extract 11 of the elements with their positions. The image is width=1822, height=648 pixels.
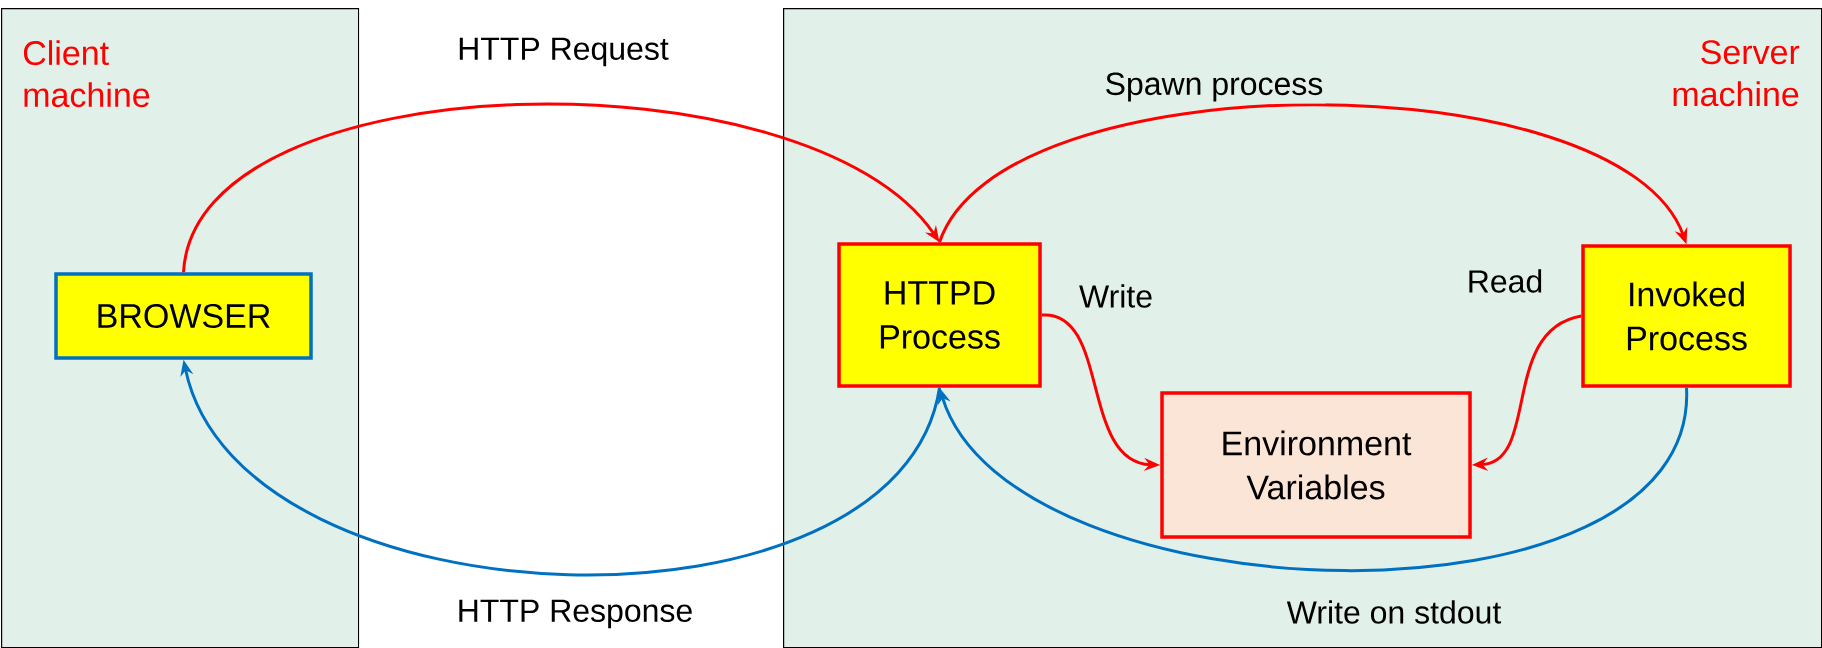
edge-label: HTTP Response [454,597,696,631]
edge-label: Write [1077,282,1156,310]
process-box: HTTPD Process [837,242,1042,388]
edge-label: Spawn process [1102,70,1326,104]
arrow [937,387,1688,572]
edge-label: Write on stdout [1284,598,1504,626]
edge-label: Read [1464,267,1546,295]
process-box: Invoked Process [1581,244,1792,388]
edge-label: HTTP Request [455,35,671,69]
variables-box: Environment Variables [1160,391,1472,539]
process-box: BROWSER [54,272,313,360]
